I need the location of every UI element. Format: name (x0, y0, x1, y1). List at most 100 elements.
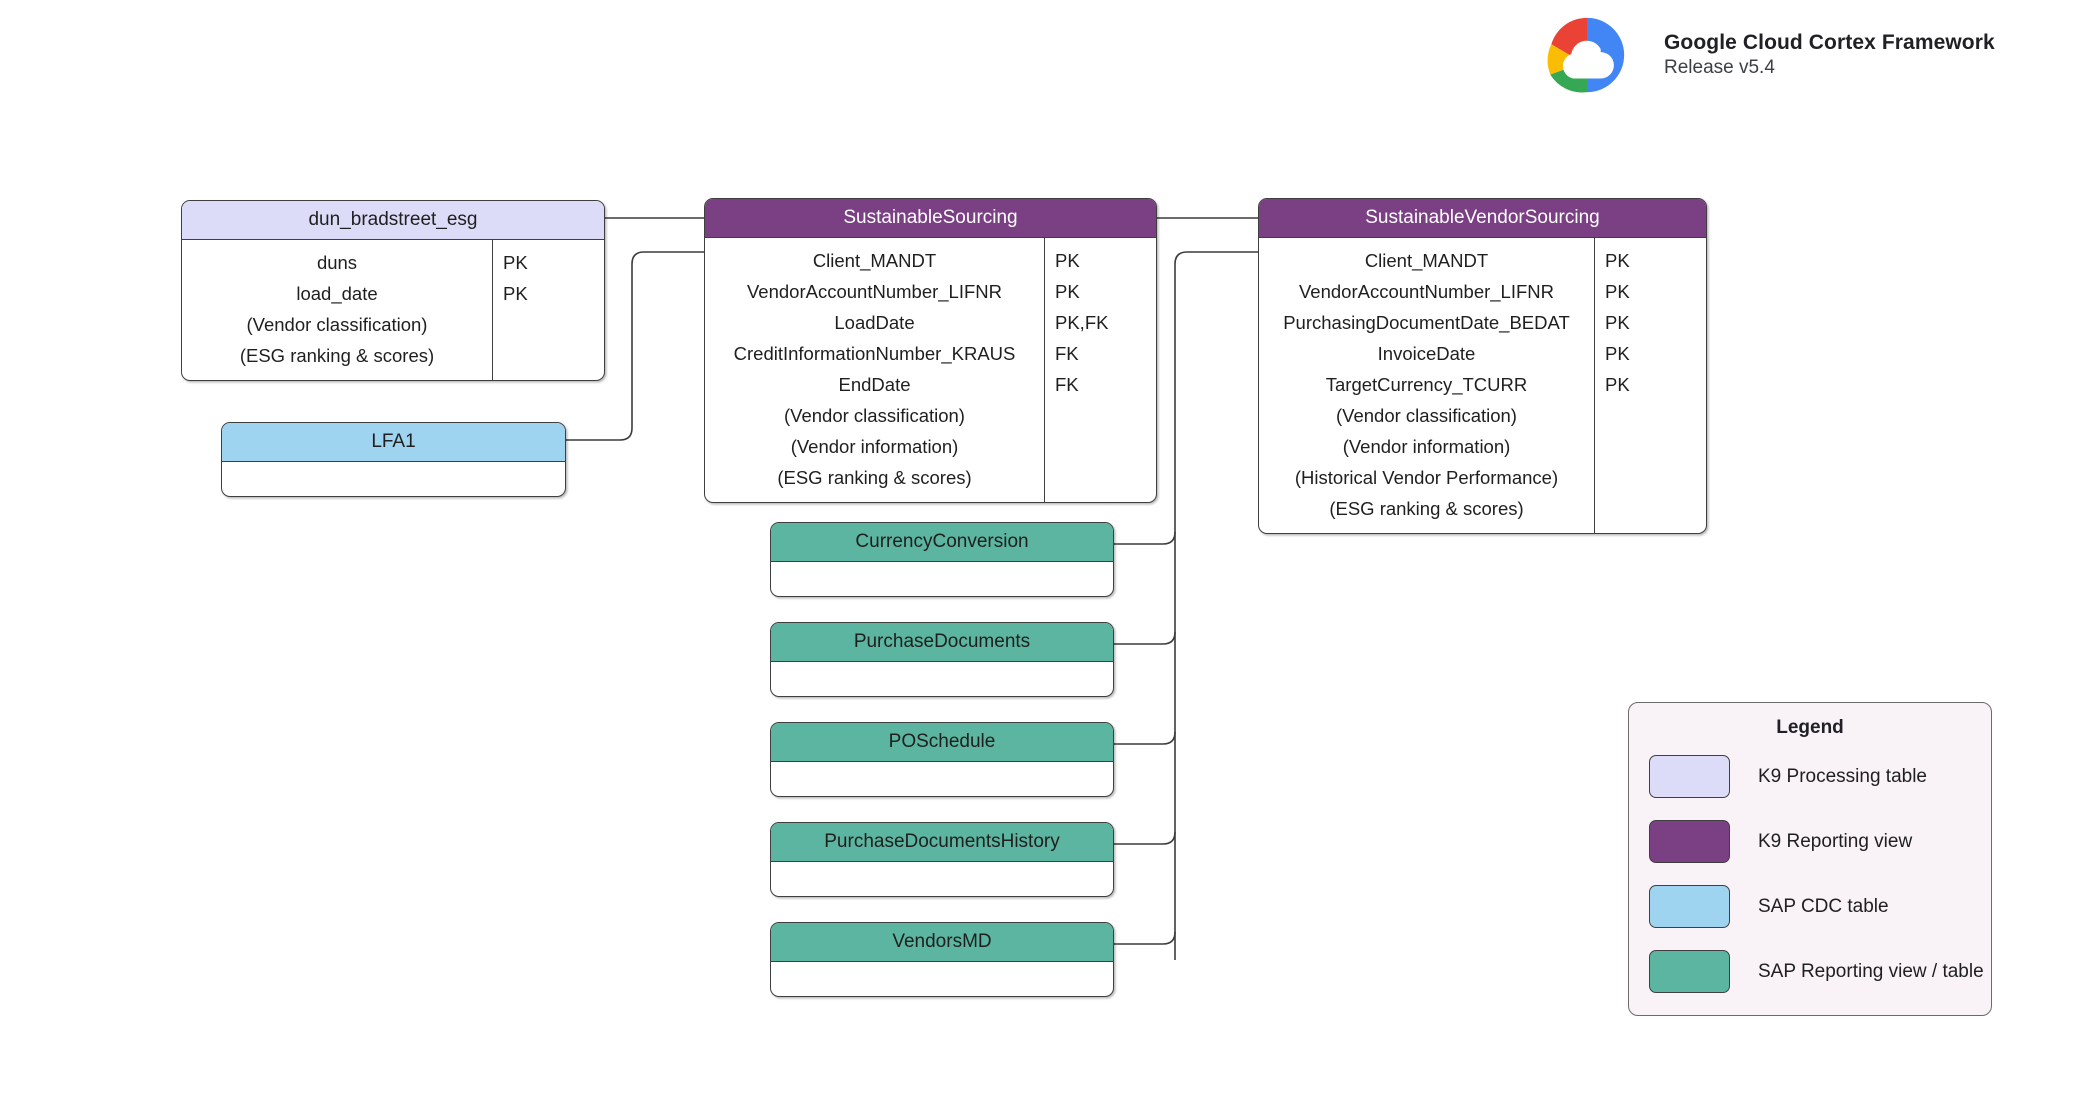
entity-body (771, 862, 1113, 896)
legend-swatch (1649, 885, 1730, 928)
entity-title: LFA1 (222, 423, 565, 462)
field-row: (Vendor classification) (246, 314, 428, 335)
entity-dun-bradstreet-esg[interactable]: dun_bradstreet_esg duns load_date (Vendo… (181, 200, 605, 381)
key-row (503, 309, 604, 340)
entity-title: PurchaseDocuments (771, 623, 1113, 662)
entity-lfa1[interactable]: LFA1 (221, 422, 566, 497)
brand-title: Google Cloud Cortex Framework (1664, 31, 1995, 54)
field-row: (ESG ranking & scores) (777, 467, 972, 488)
field-row: VendorAccountNumber_LIFNR (746, 281, 1003, 302)
key-row: PK (1605, 250, 1630, 271)
field-row: CreditInformationNumber_KRAUS (733, 343, 1016, 364)
legend-item-k9-reporting-view: K9 Reporting view (1649, 818, 1971, 865)
legend-swatch (1649, 755, 1730, 798)
entity-fields: Client_MANDT VendorAccountNumber_LIFNR L… (705, 238, 1044, 502)
field-row: InvoiceDate (1377, 343, 1476, 364)
key-row (1055, 431, 1156, 462)
legend-swatch (1649, 950, 1730, 993)
google-cloud-logo (1547, 17, 1625, 93)
brand-release: Release v5.4 (1664, 57, 1775, 79)
entity-sustainable-sourcing[interactable]: SustainableSourcing Client_MANDT VendorA… (704, 198, 1157, 503)
field-row: VendorAccountNumber_LIFNR (1298, 281, 1555, 302)
key-row (1605, 431, 1706, 462)
entity-body: Client_MANDT VendorAccountNumber_LIFNR P… (1259, 238, 1706, 533)
entity-title: SustainableVendorSourcing (1259, 199, 1706, 238)
brand-header: Google Cloud Cortex Framework Release v5… (1528, 10, 1995, 100)
field-row: duns (316, 252, 358, 273)
field-row: LoadDate (834, 312, 915, 333)
entity-title: CurrencyConversion (771, 523, 1113, 562)
legend-label: K9 Processing table (1758, 765, 1927, 787)
entity-body (771, 962, 1113, 996)
field-row: (ESG ranking & scores) (1329, 498, 1524, 519)
entity-body (771, 762, 1113, 796)
link-vendorsmd-trunk (1114, 931, 1176, 945)
link-currencyconversion-trunk (1114, 531, 1176, 545)
field-row: (Vendor information) (790, 436, 959, 457)
entity-po-schedule[interactable]: POSchedule (770, 722, 1114, 797)
key-row: PK (1605, 374, 1630, 395)
legend-title: Legend (1776, 717, 1844, 738)
key-row (1055, 462, 1156, 493)
entity-keys: PK PK PK,FK FK FK (1044, 238, 1156, 502)
entity-title: POSchedule (771, 723, 1113, 762)
link-poschedule-trunk (1114, 731, 1176, 745)
key-row (1605, 493, 1706, 524)
entity-fields: duns load_date (Vendor classification) (… (182, 240, 492, 380)
key-row: PK (1055, 281, 1080, 302)
entity-keys: PK PK (492, 240, 604, 380)
entity-keys: PK PK PK PK PK (1594, 238, 1706, 533)
legend-item-k9-processing-table: K9 Processing table (1649, 753, 1971, 800)
link-purchasedocuments-trunk (1114, 631, 1176, 645)
entity-title: dun_bradstreet_esg (182, 201, 604, 240)
entity-body: duns load_date (Vendor classification) (… (182, 240, 604, 380)
key-row: PK,FK (1055, 312, 1109, 333)
field-row: Client_MANDT (1364, 250, 1489, 271)
link-purchasedocumentshistory-trunk (1114, 831, 1176, 845)
field-row: (Historical Vendor Performance) (1294, 467, 1559, 488)
key-row (1605, 462, 1706, 493)
entity-purchase-documents[interactable]: PurchaseDocuments (770, 622, 1114, 697)
field-row: (ESG ranking & scores) (239, 345, 435, 366)
key-row: PK (1605, 312, 1630, 333)
legend-label: SAP Reporting view / table (1758, 960, 1984, 982)
link-green-trunk-vendorsourcing (1174, 251, 1258, 960)
key-row: PK (503, 252, 528, 273)
legend-label: SAP CDC table (1758, 895, 1889, 917)
entity-body (771, 662, 1113, 696)
brand-text-block: Google Cloud Cortex Framework Release v5… (1664, 30, 1995, 80)
field-row: TargetCurrency_TCURR (1325, 374, 1528, 395)
field-row: Client_MANDT (812, 250, 937, 271)
key-row: PK (503, 283, 528, 304)
key-row (1605, 400, 1706, 431)
legend-label: K9 Reporting view (1758, 830, 1913, 852)
entity-title: VendorsMD (771, 923, 1113, 962)
entity-body (222, 462, 565, 496)
field-row: (Vendor information) (1342, 436, 1511, 457)
legend-swatch (1649, 820, 1730, 863)
entity-body (771, 562, 1113, 596)
entity-fields: Client_MANDT VendorAccountNumber_LIFNR P… (1259, 238, 1594, 533)
key-row: PK (1055, 250, 1080, 271)
key-row: FK (1055, 343, 1079, 364)
legend-item-sap-cdc-table: SAP CDC table (1649, 883, 1971, 930)
entity-purchase-documents-history[interactable]: PurchaseDocumentsHistory (770, 822, 1114, 897)
entity-title: SustainableSourcing (705, 199, 1156, 238)
field-row: load_date (296, 283, 378, 304)
field-row: PurchasingDocumentDate_BEDAT (1283, 312, 1570, 333)
legend-item-sap-reporting-view: SAP Reporting view / table (1649, 948, 1984, 995)
field-row: (Vendor classification) (1336, 405, 1517, 426)
key-row (1055, 400, 1156, 431)
field-row: (Vendor classification) (784, 405, 965, 426)
key-row: PK (1605, 343, 1630, 364)
entity-title: PurchaseDocumentsHistory (771, 823, 1113, 862)
entity-currency-conversion[interactable]: CurrencyConversion (770, 522, 1114, 597)
key-row (503, 340, 604, 371)
key-row: FK (1055, 374, 1079, 395)
key-row: PK (1605, 281, 1630, 302)
entity-vendors-md[interactable]: VendorsMD (770, 922, 1114, 997)
field-row: EndDate (838, 374, 911, 395)
entity-body: Client_MANDT VendorAccountNumber_LIFNR L… (705, 238, 1156, 502)
legend-panel: Legend K9 Processing table K9 Reporting … (1628, 702, 1992, 1016)
entity-sustainable-vendor-sourcing[interactable]: SustainableVendorSourcing Client_MANDT V… (1258, 198, 1707, 534)
